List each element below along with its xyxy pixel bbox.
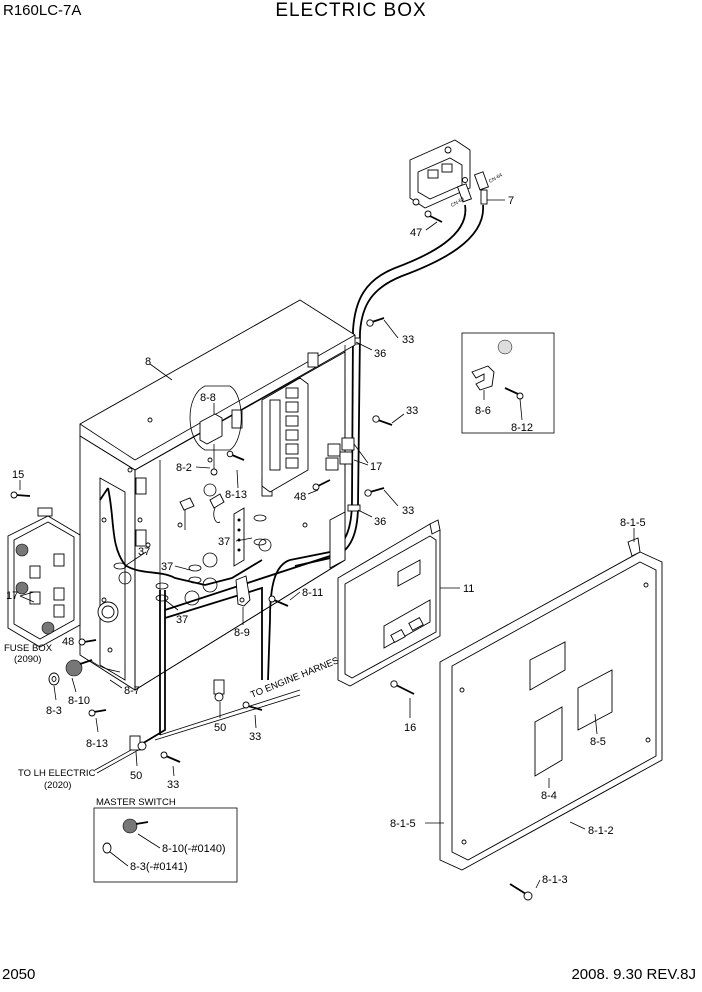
cn-64-label: CN-64 <box>488 172 504 185</box>
screw-8-11 <box>268 595 289 607</box>
diode-mid <box>179 493 225 530</box>
callout-17-a: 17 <box>370 461 382 473</box>
page-number: 2050 <box>2 966 36 983</box>
callout-33-d: 33 <box>249 731 261 743</box>
diode-group-8-8 <box>189 385 242 476</box>
to-engine-harness-label: TO ENGINE HARNESS <box>249 653 346 701</box>
callout-50-b: 50 <box>130 770 142 782</box>
callout-8-6: 8-6 <box>475 405 491 417</box>
bolt-15 <box>10 491 31 499</box>
callout-48-a: 48 <box>294 491 306 503</box>
electric-box-body <box>79 299 356 691</box>
fuse-box <box>7 507 81 648</box>
to-lh-electric-label: TO LH ELECTRIC <box>18 768 96 779</box>
callout-48-b: 48 <box>62 636 74 648</box>
screw-8-13-upper <box>226 450 245 461</box>
callout-8-12: 8-12 <box>511 422 533 434</box>
callout-8-10: 8-10 <box>68 695 90 707</box>
callout-15: 15 <box>12 469 24 481</box>
bolt-8-1-3 <box>509 883 533 901</box>
bolt-33-upper <box>366 317 385 327</box>
model-number: R160LC-7A <box>3 2 82 19</box>
callout-11: 11 <box>463 583 474 595</box>
bolt-48-lower <box>78 638 97 646</box>
callout-8-2: 8-2 <box>176 462 192 474</box>
callout-37-a: 37 <box>218 536 230 548</box>
callout-47: 47 <box>410 227 422 239</box>
controller-11 <box>337 519 441 687</box>
clamp-50-upper <box>213 679 225 702</box>
callout-8-10-master: 8-10(-#0140) <box>162 843 226 855</box>
callout-17-b: 17 <box>6 590 18 602</box>
bolt-33-clamp-upper <box>242 701 263 711</box>
page-title: ELECTRIC BOX <box>275 0 427 21</box>
bracket-8-9 <box>235 575 251 607</box>
bolt-33-lower <box>364 487 385 497</box>
callout-8-1-2: 8-1-2 <box>588 825 614 837</box>
revision-date: 2008. 9.30 REV.8J <box>571 966 696 983</box>
round-connector <box>97 601 119 623</box>
callout-36-a: 36 <box>374 348 386 360</box>
clamp-36-lower <box>347 504 361 512</box>
cover-plate <box>439 537 663 871</box>
callout-8-3-master: 8-3(-#0141) <box>130 861 187 873</box>
detail-inset-bracket <box>461 332 555 434</box>
callout-8-11: 8-11 <box>302 587 323 599</box>
callout-8-4: 8-4 <box>541 790 557 802</box>
callout-36-b: 36 <box>374 516 386 528</box>
callout-37-c: 37 <box>161 561 173 573</box>
master-switch-label: MASTER SWITCH <box>96 797 176 808</box>
callout-16: 16 <box>404 722 416 734</box>
terminal-strip <box>233 507 245 567</box>
bolt-33-clamp-lower <box>160 751 181 763</box>
screw-8-13-lower <box>88 709 107 717</box>
ecu-controller <box>409 139 471 209</box>
bolt-48-upper <box>312 479 331 491</box>
ecu-harness <box>267 204 484 681</box>
clamp-50-lower <box>129 735 147 751</box>
callout-33-c: 33 <box>402 505 414 517</box>
callout-33-e: 33 <box>167 779 179 791</box>
connector-cn64: CN-64 <box>473 171 504 205</box>
callout-8-3: 8-3 <box>46 705 62 717</box>
bolt-16 <box>390 680 415 695</box>
callout-8-9: 8-9 <box>234 627 250 639</box>
callout-8: 8 <box>145 356 151 368</box>
callout-8-13-a: 8-13 <box>225 489 247 501</box>
callout-8-5: 8-5 <box>590 736 606 748</box>
bolt-47 <box>424 210 443 223</box>
callout-8-1-3: 8-1-3 <box>542 874 568 886</box>
callout-8-13-b: 8-13 <box>86 738 108 750</box>
grommets-37 <box>113 483 272 606</box>
relay-17-group-right <box>325 437 355 471</box>
washer-8-3 <box>48 672 60 686</box>
callout-8-7: 8-7 <box>124 685 140 697</box>
callout-7: 7 <box>508 195 514 207</box>
fuse-box-label: FUSE BOX <box>4 643 53 654</box>
callout-37-d: 37 <box>176 614 188 626</box>
callout-8-1-5-a: 8-1-5 <box>620 517 646 529</box>
to-lh-electric-ref: (2020) <box>44 780 71 791</box>
callout-8-8: 8-8 <box>200 392 216 404</box>
relay-block <box>261 377 309 493</box>
callout-50-a: 50 <box>214 722 226 734</box>
callout-33-b: 33 <box>406 405 418 417</box>
master-switch-inset <box>93 807 238 883</box>
callout-33-a: 33 <box>402 334 414 346</box>
callout-37-b: 37 <box>138 546 150 558</box>
fuse-box-ref: (2090) <box>14 654 41 665</box>
callout-8-1-5-b: 8-1-5 <box>390 818 416 830</box>
master-switch-8-10 <box>65 659 121 677</box>
cn-63-label: CN-63 <box>450 196 466 209</box>
bolt-33-middle <box>372 415 393 426</box>
